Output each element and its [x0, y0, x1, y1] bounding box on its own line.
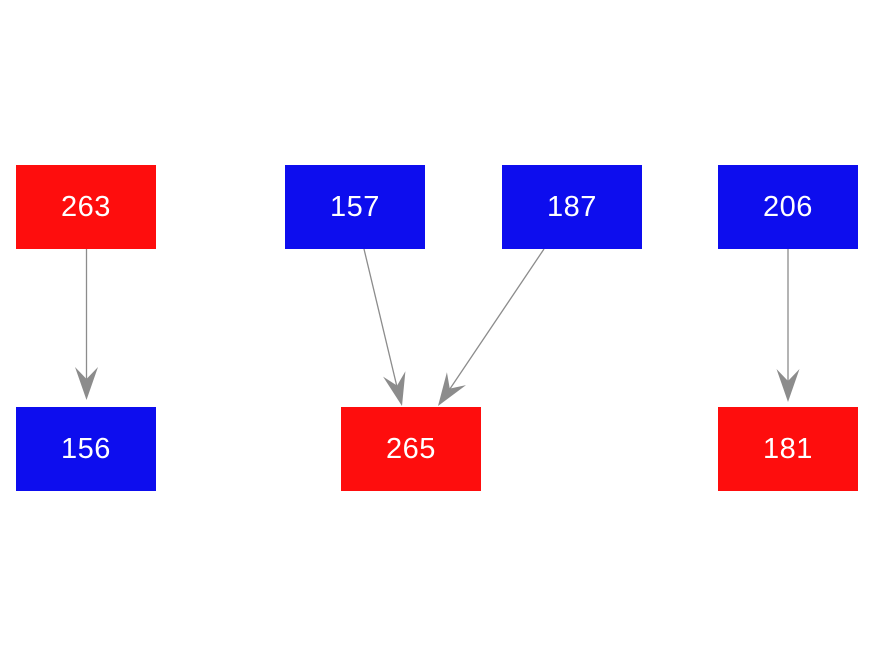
node-label: 157	[330, 190, 380, 223]
edge-263-156	[75, 249, 98, 400]
node-187: 187	[502, 165, 642, 249]
edge-arrowhead-icon	[776, 369, 800, 402]
edge-157-265	[363, 248, 406, 406]
node-181: 181	[718, 407, 858, 491]
edge-arrowhead-icon	[383, 371, 406, 406]
node-label: 156	[61, 432, 111, 465]
node-label: 265	[386, 432, 436, 465]
edge-187-265	[438, 248, 545, 406]
node-label: 187	[547, 190, 597, 223]
edge-206-181	[776, 249, 800, 402]
node-label: 206	[763, 190, 813, 223]
node-label: 263	[61, 190, 111, 223]
edge-arrowhead-icon	[75, 367, 98, 400]
node-label: 181	[763, 432, 813, 465]
node-206: 206	[718, 165, 858, 249]
node-156: 156	[16, 407, 156, 491]
edge-line	[447, 248, 545, 392]
edge-line	[363, 248, 399, 390]
node-157: 157	[285, 165, 425, 249]
node-265: 265	[341, 407, 481, 491]
node-263: 263	[16, 165, 156, 249]
